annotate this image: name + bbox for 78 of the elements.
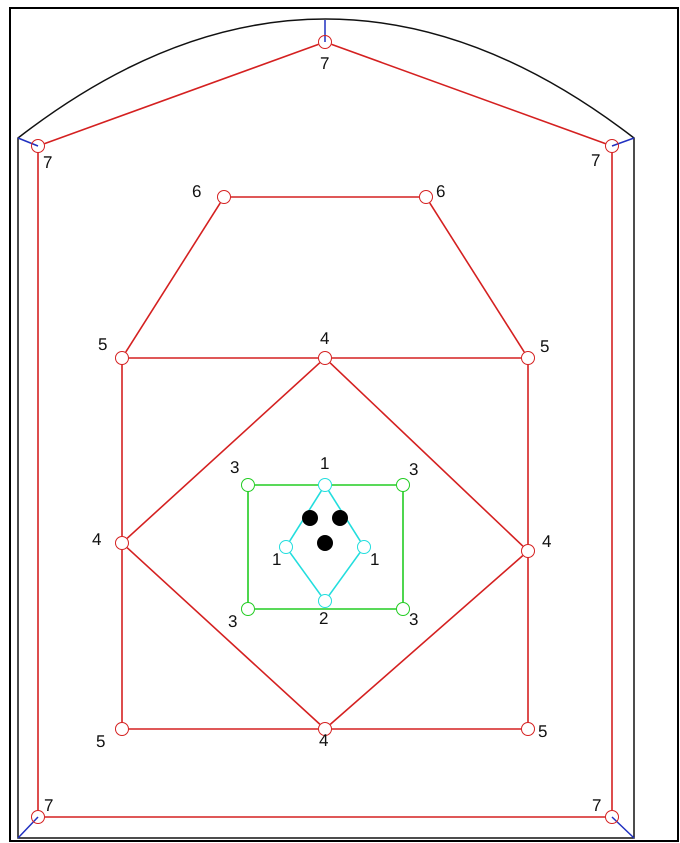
drill-hole-circle (318, 478, 332, 492)
hole-number: 1 (272, 551, 282, 568)
connecting-line (332, 357, 521, 359)
drill-hole-circle (318, 351, 332, 365)
drill-hole-circle (605, 139, 619, 153)
drill-hole-circle (31, 139, 45, 153)
connecting-line (44, 44, 319, 144)
hole-number: 4 (319, 732, 328, 749)
hole-number: 7 (320, 55, 330, 72)
hole-number: 3 (409, 461, 418, 478)
connecting-line (331, 44, 606, 144)
drill-hole-circle (115, 536, 129, 550)
drill-hole-circle (419, 190, 433, 204)
drill-hole-circle (279, 540, 293, 554)
hole-number: 4 (92, 531, 102, 548)
connecting-line (402, 492, 404, 602)
hole-number: 6 (192, 183, 202, 200)
drill-hole-circle (115, 722, 129, 736)
connecting-line (289, 552, 322, 596)
filled-hole-dot (332, 510, 348, 526)
drill-hole-circle (318, 722, 332, 736)
drill-hole-circle (521, 722, 535, 736)
connecting-line (255, 608, 396, 610)
connecting-line (527, 365, 529, 544)
hole-number: 3 (228, 613, 238, 630)
drill-hole-circle (521, 351, 535, 365)
connecting-line (328, 552, 361, 596)
hole-number: 7 (44, 797, 54, 814)
drill-hole-circle (241, 602, 255, 616)
connecting-line (126, 362, 320, 539)
connecting-line (37, 153, 39, 810)
hole-number: 7 (592, 797, 602, 814)
drill-hole-circle (605, 810, 619, 824)
hole-number: 3 (409, 611, 418, 628)
hole-number: 3 (230, 459, 240, 476)
connecting-line (121, 550, 123, 722)
drill-hole-circle (318, 35, 332, 49)
connecting-line (330, 362, 524, 547)
hole-number: 5 (98, 336, 108, 353)
connecting-line (129, 728, 318, 730)
filled-hole-dot (302, 510, 318, 526)
connecting-line (611, 153, 613, 810)
connecting-line (129, 357, 318, 359)
connecting-line (125, 202, 221, 353)
drill-hole-circle (396, 478, 410, 492)
hole-number: 5 (540, 338, 550, 355)
connecting-line (231, 196, 419, 198)
drill-hole-circle (318, 594, 332, 608)
drill-hole-circle (31, 810, 45, 824)
connecting-line (332, 484, 396, 486)
hole-number: 2 (319, 610, 328, 627)
connecting-line (45, 816, 605, 818)
connecting-line (121, 365, 123, 536)
connecting-line (429, 202, 525, 353)
connecting-line (255, 484, 318, 486)
hole-number: 5 (96, 733, 106, 750)
drill-hole-circle (357, 540, 371, 554)
connecting-line (527, 558, 529, 722)
hole-number: 1 (370, 551, 380, 568)
connecting-line (332, 728, 521, 730)
hole-number: 7 (591, 152, 600, 169)
connecting-line (126, 547, 320, 725)
drill-hole-circle (521, 544, 535, 558)
hole-number: 1 (320, 455, 330, 472)
connecting-line (328, 490, 361, 542)
drill-hole-circle (396, 602, 410, 616)
drill-hole-circle (241, 478, 255, 492)
filled-hole-dot (317, 535, 333, 551)
hole-number: 4 (320, 330, 330, 347)
drill-hole-circle (115, 351, 129, 365)
hole-number: 6 (436, 183, 446, 200)
connecting-line (289, 490, 322, 542)
hole-number: 4 (542, 533, 552, 550)
connecting-line (247, 492, 249, 602)
hole-number: 5 (538, 723, 548, 740)
hole-number: 7 (43, 154, 52, 171)
connecting-line (330, 555, 524, 725)
drill-hole-circle (217, 190, 231, 204)
